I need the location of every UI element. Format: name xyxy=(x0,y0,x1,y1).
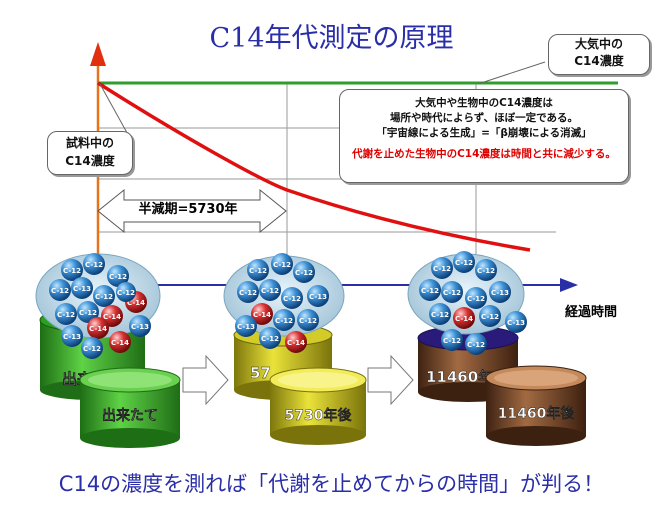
svg-text:C-12: C-12 xyxy=(481,313,499,321)
svg-text:C-14: C-14 xyxy=(455,315,473,323)
svg-text:C-12: C-12 xyxy=(273,261,291,269)
svg-text:C-13: C-13 xyxy=(237,323,255,331)
svg-text:C-12: C-12 xyxy=(477,267,495,275)
transition-arrow-1 xyxy=(182,354,229,406)
can-back-label: 11460年 xyxy=(426,368,493,386)
info-line-2: 場所や時代によらず、ほぼ一定である。 xyxy=(390,112,578,124)
info-red-line: 代謝を止めた生物中のC14濃度は時間と共に減少する。 xyxy=(352,148,616,160)
svg-text:C-12: C-12 xyxy=(467,295,485,303)
sample-callout-line2: C14濃度 xyxy=(65,154,115,168)
can-group-11460: 11460年 C-12 C-12 C-12 C-13 C-12 C-12 C-1… xyxy=(407,251,587,446)
svg-text:C-12: C-12 xyxy=(299,317,317,325)
atoms-5730: C-12 C-12 C-12 C-13 C-12 C-12 C-12 C-14 … xyxy=(235,253,329,353)
can-group-5730: 57 C-12 C-12 C-12 C-13 C-12 C-12 C-12 C-… xyxy=(223,253,367,445)
can-front-label-11460: 11460年後 xyxy=(498,405,576,422)
info-line-1: 大気中や生物中のC14濃度は xyxy=(415,97,553,109)
y-axis-arrowhead xyxy=(90,42,106,66)
svg-text:C-12: C-12 xyxy=(295,269,313,277)
half-life-label: 半減期=5730年 xyxy=(138,202,238,217)
svg-text:C-14: C-14 xyxy=(89,325,107,333)
page-title: C14年代測定の原理 xyxy=(209,23,454,54)
svg-text:C-14: C-14 xyxy=(253,311,271,319)
can-back-label: 57 xyxy=(250,364,271,382)
can-front-label-fresh: 出来たて xyxy=(102,407,158,424)
svg-text:C-13: C-13 xyxy=(309,293,327,301)
svg-text:C-12: C-12 xyxy=(239,289,257,297)
sample-callout: 試料中の C14濃度 xyxy=(47,131,133,175)
atmosphere-callout: 大気中の C14濃度 xyxy=(548,34,650,75)
svg-text:C-12: C-12 xyxy=(63,267,81,275)
svg-text:C-12: C-12 xyxy=(83,345,101,353)
svg-text:C-12: C-12 xyxy=(443,289,461,297)
svg-text:C-14: C-14 xyxy=(103,313,121,321)
x-axis-arrowhead xyxy=(560,278,578,292)
svg-text:C-12: C-12 xyxy=(431,311,449,319)
info-callout: 大気中や生物中のC14濃度は 場所や時代によらず、ほぼ一定である。 「宇宙線によ… xyxy=(339,89,629,183)
svg-text:C-12: C-12 xyxy=(95,293,113,301)
svg-text:C-12: C-12 xyxy=(79,309,97,317)
atmosphere-callout-line2: C14濃度 xyxy=(574,54,624,68)
svg-text:C-12: C-12 xyxy=(249,267,267,275)
half-life-arrow xyxy=(97,188,287,234)
svg-text:C-12: C-12 xyxy=(275,317,293,325)
svg-text:C-12: C-12 xyxy=(467,341,485,349)
svg-text:C-12: C-12 xyxy=(421,287,439,295)
svg-text:C-12: C-12 xyxy=(283,295,301,303)
svg-text:C-14: C-14 xyxy=(111,339,129,347)
svg-text:C-12: C-12 xyxy=(57,311,75,319)
x-axis-label: 経過時間 xyxy=(565,305,618,320)
atmosphere-callout-line1: 大気中の xyxy=(574,37,623,51)
sample-callout-pointer xyxy=(99,83,132,141)
can-group-fresh: 出来 C-12 C-12 C-12 C-12 C-13 C-12 C-14 C-… xyxy=(35,253,181,448)
svg-text:C-13: C-13 xyxy=(73,285,91,293)
transition-arrow-2 xyxy=(367,354,414,406)
svg-text:C-12: C-12 xyxy=(109,273,127,281)
svg-text:C-13: C-13 xyxy=(507,319,525,327)
atmosphere-callout-pointer xyxy=(477,61,546,85)
svg-text:C-12: C-12 xyxy=(261,287,279,295)
svg-text:C-12: C-12 xyxy=(455,259,473,267)
can-front-label-5730: 5730年後 xyxy=(285,407,353,424)
svg-text:C-14: C-14 xyxy=(127,299,145,307)
atoms-11460: C-12 C-12 C-12 C-13 C-12 C-12 C-12 C-12 … xyxy=(419,251,527,355)
sample-callout-line1: 試料中の xyxy=(65,136,114,150)
svg-text:C-13: C-13 xyxy=(63,333,81,341)
svg-text:C-12: C-12 xyxy=(51,287,69,295)
svg-text:C-13: C-13 xyxy=(131,323,149,331)
decay-curve xyxy=(97,81,531,252)
svg-text:C-12: C-12 xyxy=(443,337,461,345)
info-line-3: 「宇宙線による生成」=「β崩壊による消滅」 xyxy=(376,127,592,139)
atoms-fresh: C-12 C-12 C-12 C-12 C-13 C-12 C-14 C-12 … xyxy=(49,253,151,359)
bottom-caption: C14の濃度を測れば「代謝を止めてからの時間」が判る！ xyxy=(58,472,605,496)
svg-text:C-12: C-12 xyxy=(117,289,135,297)
svg-text:C-13: C-13 xyxy=(491,289,509,297)
svg-text:C-14: C-14 xyxy=(287,339,305,347)
svg-text:C-12: C-12 xyxy=(261,335,279,343)
svg-text:C-12: C-12 xyxy=(85,261,103,269)
svg-text:C-12: C-12 xyxy=(433,265,451,273)
